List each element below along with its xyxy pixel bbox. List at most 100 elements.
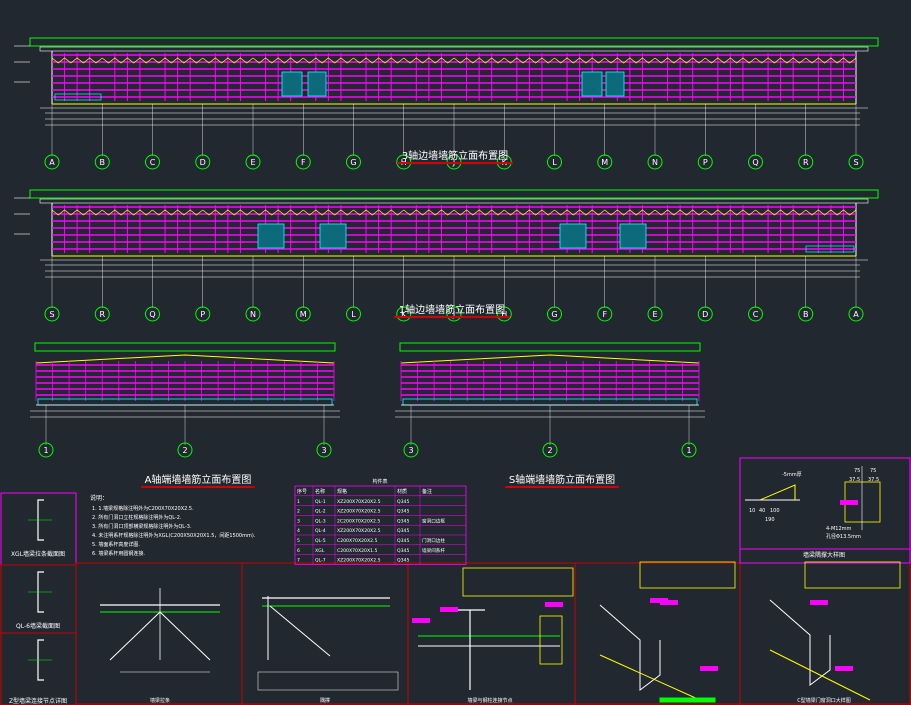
label-wind-brace: 隅撑 bbox=[320, 697, 330, 704]
table-cell: QL-4 bbox=[315, 528, 326, 534]
sag-rod bbox=[654, 57, 706, 64]
table-header: 备注 bbox=[422, 488, 432, 495]
table-cell: 1 bbox=[297, 499, 300, 505]
axis-label: E bbox=[250, 158, 255, 167]
dim-10: 10 bbox=[749, 508, 755, 514]
sag-rod bbox=[654, 209, 706, 216]
axis-label: 3 bbox=[408, 446, 413, 455]
label-z-connection: Z型墙梁连接节点详图 bbox=[9, 697, 67, 705]
table-cell: Q345 bbox=[397, 548, 409, 554]
ground-line bbox=[599, 654, 701, 701]
window-opening bbox=[307, 71, 327, 97]
sag-rod bbox=[755, 57, 806, 64]
axis-bubble bbox=[597, 154, 613, 170]
dim-40: 40 bbox=[759, 508, 765, 514]
sag-rod bbox=[604, 57, 656, 64]
gable-line bbox=[35, 354, 335, 364]
sag-rod bbox=[705, 57, 756, 64]
axis-bubble bbox=[177, 442, 193, 458]
sag-rod bbox=[202, 209, 254, 216]
table-cell: XZ200X70X20X2.5 bbox=[337, 499, 381, 505]
brace-plate bbox=[759, 484, 796, 501]
sag-rod bbox=[805, 57, 857, 64]
axis-label: R bbox=[803, 158, 809, 167]
axis-bubble bbox=[44, 306, 60, 322]
table-cell: QL-2 bbox=[315, 509, 326, 515]
note-line: 2. 所有门洞口立柱规格除注明外为QL-2. bbox=[92, 514, 182, 521]
table-cell: XZ200X70X20X2.5 bbox=[337, 509, 381, 515]
roof-panel bbox=[29, 37, 879, 47]
axis-bubble bbox=[403, 442, 419, 458]
axis-bubble bbox=[195, 306, 211, 322]
note-line: 1. 1.墙梁规格除注明外为C200X70X20X2.5. bbox=[92, 505, 194, 512]
sag-rod bbox=[403, 57, 455, 64]
axis-bubble bbox=[681, 442, 697, 458]
axis-bubble bbox=[748, 306, 763, 322]
table-cell: XZ200X70X20X2.5 bbox=[337, 528, 381, 534]
elevation-drawings: ABCDEFGHJKLMNPQRSSRQPNMLKJHGFEDCBA123321 bbox=[14, 37, 879, 458]
axis-bubble bbox=[295, 154, 311, 170]
axis-label: G bbox=[551, 310, 557, 319]
axis-bubble bbox=[346, 306, 361, 322]
eave-line bbox=[39, 198, 869, 204]
window-opening bbox=[257, 223, 285, 249]
table-cell: Q345 bbox=[397, 528, 409, 534]
window-opening bbox=[559, 223, 587, 249]
axis-label: A bbox=[49, 158, 55, 167]
label-table bbox=[462, 567, 574, 597]
title-a-axis-elevation: A轴端墙墙筋立面布置图 bbox=[145, 473, 252, 486]
louver-strip bbox=[805, 245, 855, 253]
callout-tag bbox=[440, 607, 458, 612]
sag-rod bbox=[252, 209, 304, 216]
sag-rod bbox=[504, 209, 555, 216]
axis-label: 3 bbox=[321, 446, 326, 455]
callout-tag bbox=[810, 600, 828, 605]
axis-bubble bbox=[697, 306, 713, 322]
sag-rod bbox=[303, 209, 354, 216]
axis-label: E bbox=[652, 310, 657, 319]
axis-bubble bbox=[44, 154, 60, 170]
table-cell: 7 bbox=[297, 558, 300, 564]
label-ql6-section: QL-6墙梁截面图 bbox=[16, 622, 60, 630]
dim-plate: -5mm厚 bbox=[782, 472, 802, 478]
table-cell: Q345 bbox=[397, 509, 409, 515]
detail-frame bbox=[75, 562, 911, 705]
plate-detail bbox=[539, 615, 563, 665]
note-box bbox=[257, 671, 399, 691]
sag-rod bbox=[403, 209, 455, 216]
axis-bubble bbox=[848, 306, 864, 322]
iso-member bbox=[769, 599, 831, 686]
axis-label: 2 bbox=[182, 446, 187, 455]
axis-bubble bbox=[145, 154, 160, 170]
title-s-axis-elevation: S轴端墙墙筋立面布置图 bbox=[509, 473, 615, 486]
label-corner-brace: 墙梁隅撑大样图 bbox=[803, 551, 845, 559]
axis-label: N bbox=[250, 310, 256, 319]
table-cell: C200X70X20X1.5 bbox=[337, 548, 377, 554]
gable-line bbox=[400, 354, 700, 364]
axis-label: 2 bbox=[547, 446, 552, 455]
sag-rod bbox=[604, 209, 656, 216]
table-cell: 2C200X70X20X2.5 bbox=[337, 518, 380, 524]
roof-panel bbox=[399, 342, 701, 352]
callout-tag bbox=[835, 666, 853, 671]
sag-rod bbox=[303, 57, 354, 64]
dim-37a: 37.5 bbox=[849, 477, 860, 483]
axis-label: R bbox=[99, 310, 105, 319]
table-header: 序号 bbox=[297, 488, 307, 495]
table-cell: 门洞口边柱 bbox=[422, 537, 445, 544]
axis-bubble bbox=[647, 306, 663, 322]
roof-panel bbox=[34, 342, 336, 352]
sag-rod bbox=[805, 209, 857, 216]
axis-bubble bbox=[94, 306, 110, 322]
corner-detail-dims: -5mm厚 10 40 100 190 75 75 37.5 37.5 4-M1… bbox=[749, 468, 879, 540]
axis-bubble bbox=[245, 306, 261, 322]
table-cell: Q345 bbox=[397, 518, 409, 524]
table-cell: Q345 bbox=[397, 558, 409, 564]
callout-tag bbox=[840, 500, 858, 505]
window-opening bbox=[581, 71, 603, 97]
table-header: 材质 bbox=[397, 488, 407, 495]
sag-rod bbox=[102, 57, 153, 64]
